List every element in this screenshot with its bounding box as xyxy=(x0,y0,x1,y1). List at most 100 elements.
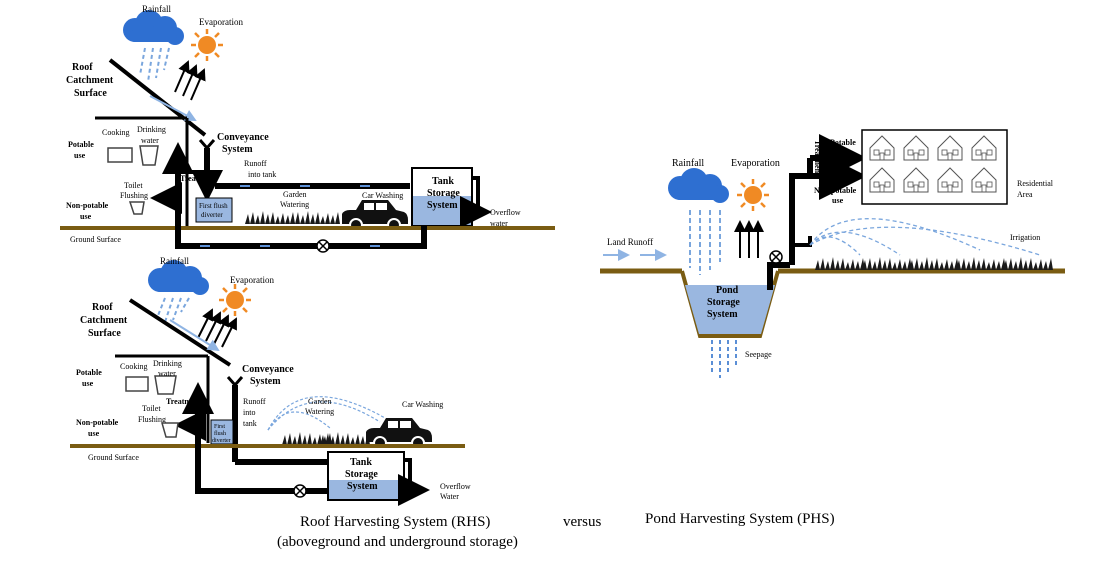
conveyance-label-2: System xyxy=(222,144,253,155)
toilet-label-1: Toilet xyxy=(124,181,143,190)
phs-rainfall-label: Rainfall xyxy=(672,158,704,169)
runoff-label-3: tank xyxy=(243,419,257,428)
garden-label-1: Garden xyxy=(283,190,307,199)
firstflush-label-1: First xyxy=(214,424,225,430)
treatment-label-rotated: Treatment xyxy=(813,140,822,176)
top-rhs-diagram: Rainfall Evaporation Roof Catchment Surf… xyxy=(60,4,555,253)
caption-rhs-sub: (aboveground and underground storage) xyxy=(277,534,518,550)
tank-label-2: Storage xyxy=(345,469,378,480)
roof-surface xyxy=(108,58,207,137)
evaporation-label: Evaporation xyxy=(199,17,243,27)
roof-label-1: Roof xyxy=(92,302,113,313)
irrigation-label: Irrigation xyxy=(1010,233,1040,242)
overflow-label-1: Overflow xyxy=(490,208,521,217)
evaporation-arrows xyxy=(174,60,206,101)
runoff-label-1: Runoff xyxy=(244,159,267,168)
drinking-label-1: Drinking xyxy=(137,125,166,134)
roof-label-3: Surface xyxy=(88,328,121,339)
phs-evaporation-label: Evaporation xyxy=(731,158,780,169)
conveyance-label-2: System xyxy=(250,376,281,387)
drinking-label-1: Drinking xyxy=(153,359,182,368)
pond-label-1: Pond xyxy=(716,285,739,296)
nonpotable-label-1: Non-potable xyxy=(76,418,119,427)
land-runoff-label: Land Runoff xyxy=(607,237,653,247)
phs-nonpotable-label-1: Non-potable xyxy=(814,186,857,195)
tank-label-1: Tank xyxy=(432,176,454,187)
conveyance-label-1: Conveyance xyxy=(217,132,269,143)
garden-label-2: Watering xyxy=(280,200,309,209)
potable-label-2: use xyxy=(82,379,94,388)
rainfall-label: Rainfall xyxy=(160,256,189,266)
garden-label-1: Garden xyxy=(308,397,332,406)
cooking-label: Cooking xyxy=(102,128,130,137)
toilet-label-2: Flushing xyxy=(138,415,166,424)
nonpotable-label-1: Non-potable xyxy=(66,201,109,210)
firstflush-label-3: diverter xyxy=(212,438,231,444)
sun-icon xyxy=(735,177,771,213)
rain-cloud-icon xyxy=(668,168,729,203)
car-label: Car Washing xyxy=(402,400,443,409)
residential-label-1: Residential xyxy=(1017,179,1054,188)
potable-label-1: Potable xyxy=(68,140,94,149)
glass-icon xyxy=(154,375,177,395)
potable-label-2: use xyxy=(74,151,86,160)
tank-label-3: System xyxy=(347,481,378,492)
potable-label-1: Potable xyxy=(76,368,102,377)
ground-label: Ground Surface xyxy=(70,235,121,244)
toilet-icon xyxy=(161,422,179,438)
sun-icon xyxy=(217,282,253,318)
tank-label-1: Tank xyxy=(350,457,372,468)
runoff-label-2: into xyxy=(243,408,255,417)
drinking-label-2: water xyxy=(141,136,159,145)
roof-label-2: Catchment xyxy=(66,75,114,86)
drinking-label-2: water xyxy=(158,369,176,378)
pond-label-3: System xyxy=(707,309,738,320)
toilet-label-2: Flushing xyxy=(120,191,148,200)
toilet-label-1: Toilet xyxy=(142,404,161,413)
evaporation-label: Evaporation xyxy=(230,275,274,285)
rain-cloud-icon xyxy=(123,10,184,45)
tank-label-2: Storage xyxy=(427,188,460,199)
treatment-label: Treatment xyxy=(166,397,202,406)
firstflush-label-2: diverter xyxy=(201,211,223,219)
runoff-label-2: into tank xyxy=(248,170,276,179)
first-flush-diverter xyxy=(195,197,233,223)
garden-label-2: Watering xyxy=(305,407,334,416)
toilet-icon xyxy=(128,201,145,215)
seepage-label: Seepage xyxy=(745,350,772,359)
nonpotable-label-2: use xyxy=(88,429,100,438)
roof-label-1: Roof xyxy=(72,62,93,73)
cooking-pot-icon xyxy=(107,147,133,163)
overflow-label-2: Water xyxy=(440,492,459,501)
glass-icon xyxy=(139,145,159,166)
rain-icon xyxy=(689,210,721,275)
roof-label-3: Surface xyxy=(74,88,107,99)
rain-icon xyxy=(156,297,190,323)
caption-rhs: Roof Harvesting System (RHS) xyxy=(300,514,491,530)
phs-potable-label-2: use xyxy=(837,148,849,157)
roof-label-2: Catchment xyxy=(80,315,128,326)
phs-treatment-label: Treatment xyxy=(813,140,822,176)
conveyance-label-1: Conveyance xyxy=(242,364,294,375)
sun-icon xyxy=(189,27,225,63)
rainfall-label: Rainfall xyxy=(142,4,171,14)
evaporation-arrows xyxy=(197,308,237,348)
tank-label-3: System xyxy=(427,200,458,211)
runoff-label-1: Runoff xyxy=(243,397,266,406)
firstflush-label-1: First flush xyxy=(199,202,228,210)
caption-phs: Pond Harvesting System (PHS) xyxy=(645,511,835,527)
overflow-label-2: water xyxy=(490,219,508,228)
ground-label: Ground Surface xyxy=(88,453,139,462)
phs-potable-label-1: Potable xyxy=(830,138,856,147)
residential-label-2: Area xyxy=(1017,190,1033,199)
phs-nonpotable-label-2: use xyxy=(832,196,844,205)
pond-label-2: Storage xyxy=(707,297,740,308)
cooking-pot-icon xyxy=(125,376,149,392)
bottom-rhs-diagram: Rainfall Evaporation Roof Catchment Surf… xyxy=(70,256,471,506)
irrigation-spray xyxy=(809,218,1041,256)
seepage-lines xyxy=(711,340,737,378)
nonpotable-label-2: use xyxy=(80,212,92,221)
car-label: Car Washing xyxy=(362,191,403,200)
overflow-label-1: Overflow xyxy=(440,482,471,491)
